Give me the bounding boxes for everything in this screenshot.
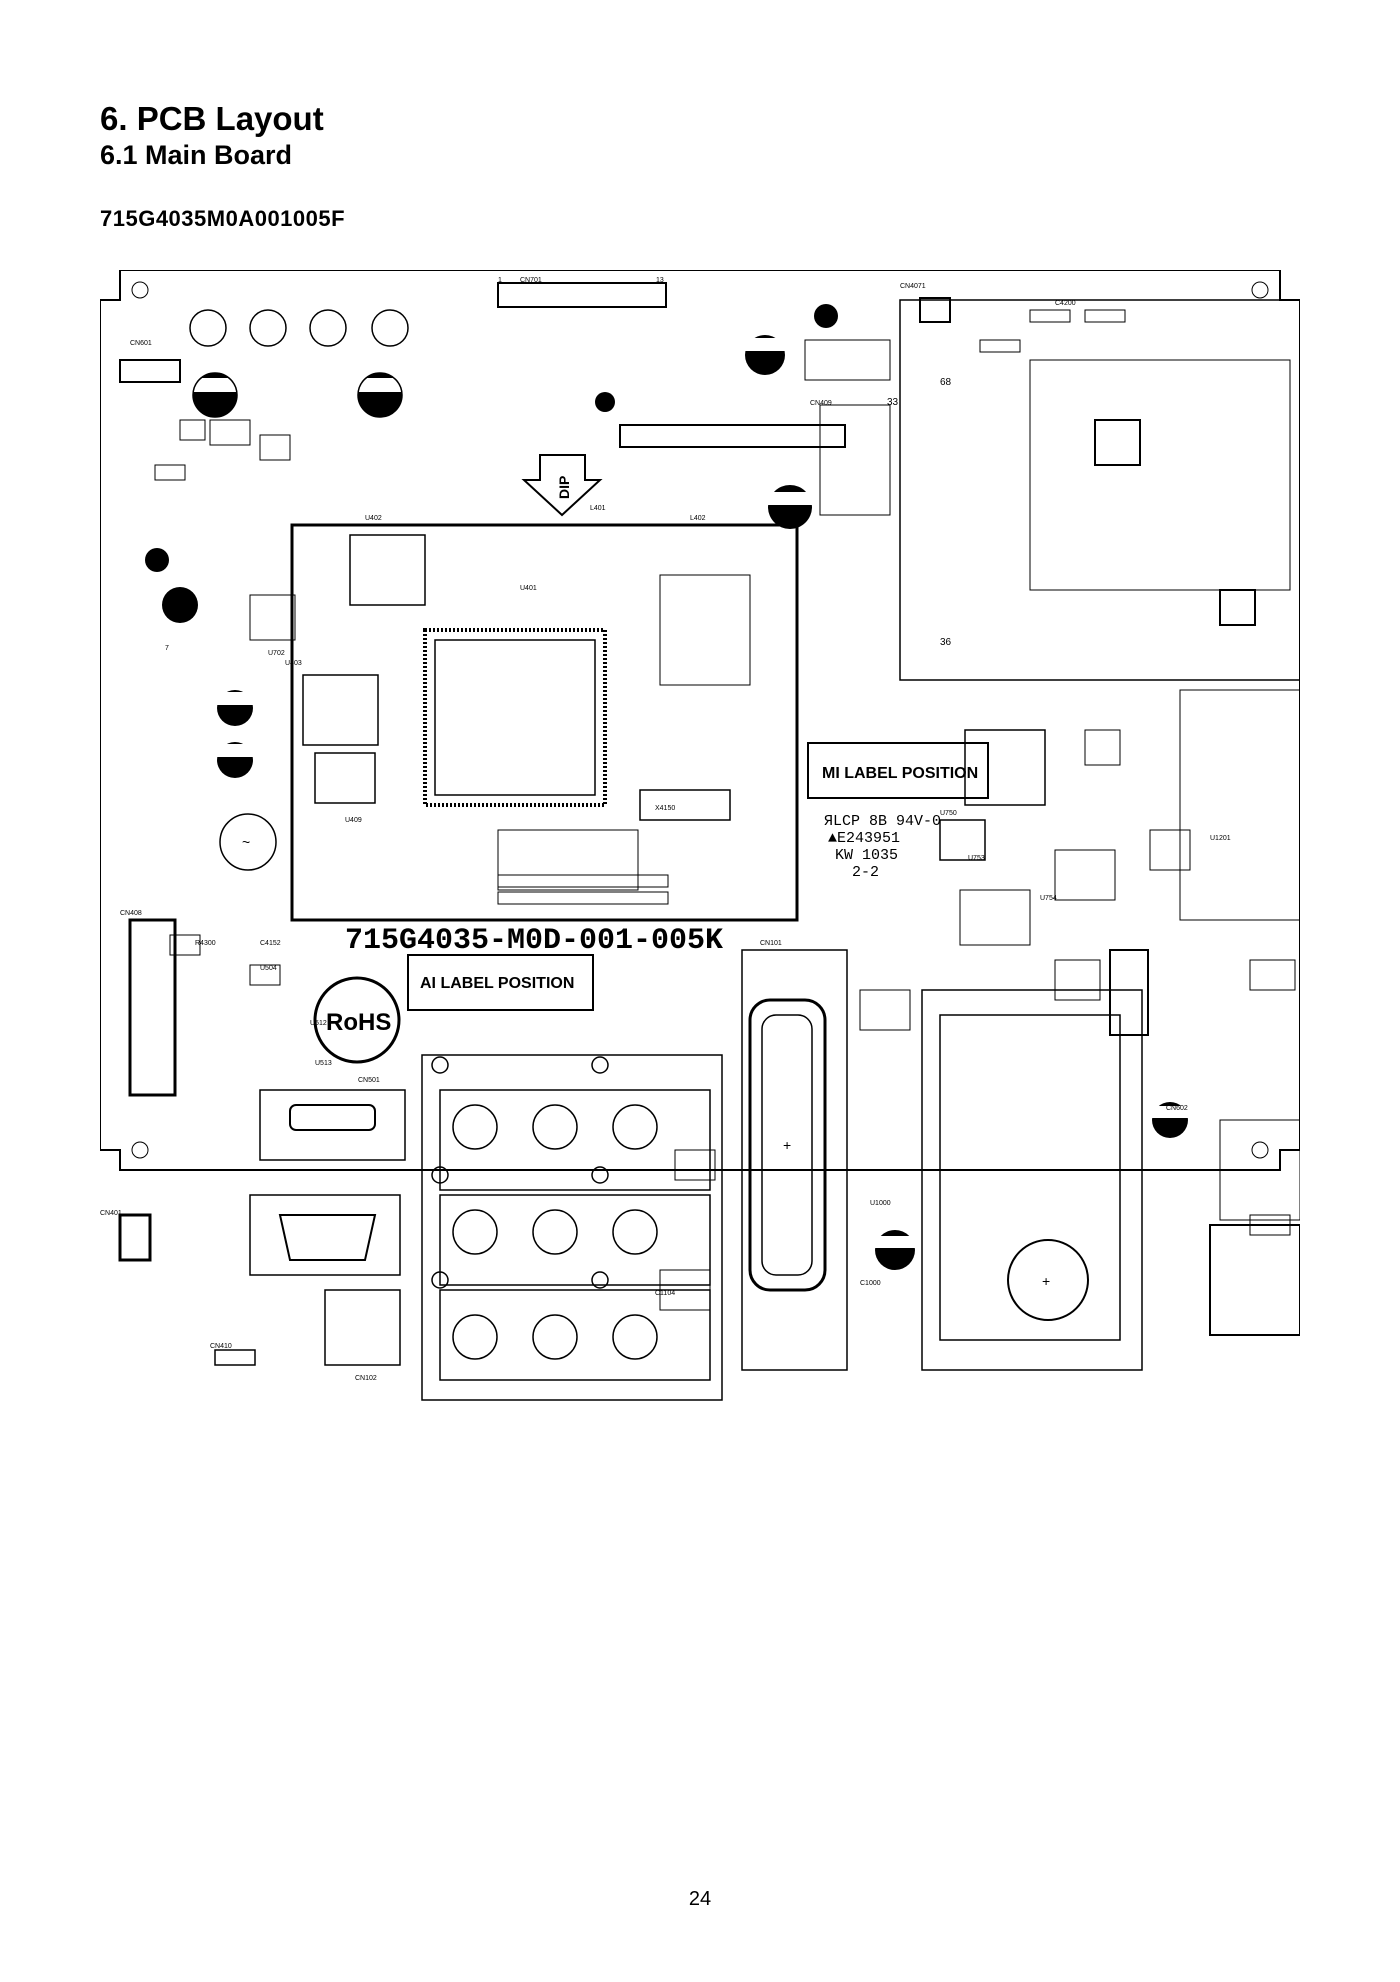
x4150-label: X4150 <box>655 805 675 812</box>
u1000-label: U1000 <box>870 1200 891 1207</box>
silkscreen-part-number: 715G4035-M0D-001-005K <box>345 924 723 958</box>
board-part-number: 715G4035M0A001005F <box>100 206 346 231</box>
u402-label: U402 <box>365 515 382 522</box>
rohs-text: RoHS <box>326 1009 391 1036</box>
tuner-region <box>899 299 1301 681</box>
ul-mark-line2: ▲E243951 <box>828 830 900 847</box>
c1104-label: C1104 <box>655 1290 675 1297</box>
u504-label: U504 <box>260 965 277 972</box>
cn101-connector <box>741 949 848 1371</box>
cn401-label: CN401 <box>100 1210 122 1217</box>
ai-label-position: AI LABEL POSITION <box>420 975 574 992</box>
u751-label: U751 <box>750 360 767 367</box>
pin-68-label: 68 <box>940 377 952 388</box>
u750-label: U750 <box>940 810 957 817</box>
soc-region <box>290 523 799 922</box>
pin-36-label: 36 <box>940 637 952 648</box>
cn102-label: CN102 <box>355 1375 377 1382</box>
u401-label: U401 <box>520 585 537 592</box>
pin-33-label: 33 <box>887 397 899 408</box>
cn501-hdmi <box>259 1089 406 1161</box>
u754-label: U754 <box>1040 895 1057 902</box>
svg-text:+: + <box>783 1137 791 1153</box>
cn602-label: CN602 <box>1166 1105 1188 1112</box>
cn701-pin13: 13 <box>656 277 664 284</box>
u513-label: U513 <box>315 1060 332 1067</box>
r4300-label: R4300 <box>195 940 216 947</box>
pcb-layout-drawing: 68 36 33 C4200 ~ CN701 1 13 CN409 CN601 … <box>99 269 1301 1440</box>
cn601-label: CN601 <box>130 340 152 347</box>
subsection-title: 6.1 Main Board <box>100 140 293 170</box>
u1201-label: U1201 <box>1210 835 1231 842</box>
page-number: 24 <box>688 1888 712 1910</box>
ul-mark-line3: KW 1035 <box>835 847 898 864</box>
u512-label: U512 <box>310 1020 327 1027</box>
rohs-mark <box>313 976 401 1064</box>
cn409-label: CN409 <box>810 400 832 407</box>
dip-label: DIP <box>556 476 572 499</box>
c1000-label: C1000 <box>860 1280 881 1287</box>
mi-label-position: MI LABEL POSITION <box>822 765 978 782</box>
soc-chip <box>423 628 607 807</box>
cn102-vga <box>249 1194 401 1276</box>
section-title: 6. PCB Layout <box>100 100 324 137</box>
ul-mark-line1: ЯLCP 8B 94V-0 <box>824 813 941 830</box>
cn410-label: CN410 <box>210 1343 232 1350</box>
u409-label: U409 <box>345 817 362 824</box>
l401-label: L401 <box>590 505 606 512</box>
cn701-pin1: 1 <box>498 277 502 284</box>
cn501-label: CN501 <box>358 1077 380 1084</box>
cn701-label: CN701 <box>520 277 542 284</box>
cn408-label: CN408 <box>120 910 142 917</box>
u753-label: U753 <box>968 855 985 862</box>
c4152-label: C4152 <box>260 940 281 947</box>
ul-mark-line4: 2-2 <box>852 864 879 881</box>
l402-label: L402 <box>690 515 706 522</box>
c4200-label: C4200 <box>1055 300 1076 307</box>
svg-text:~: ~ <box>242 834 250 850</box>
pin-7-label: 7 <box>165 645 169 652</box>
cn101-label: CN101 <box>760 940 782 947</box>
svg-text:+: + <box>1042 1273 1050 1289</box>
u702-label: U702 <box>268 650 285 657</box>
u403-label: U403 <box>285 660 302 667</box>
cn4071-label: CN4071 <box>900 283 926 290</box>
